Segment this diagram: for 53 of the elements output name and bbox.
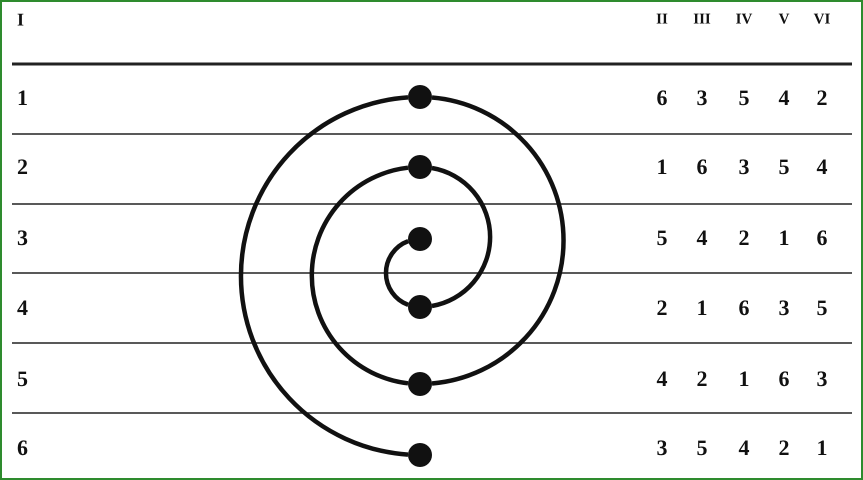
table-cell: 3: [816, 366, 828, 392]
table-cell: 3: [656, 435, 668, 461]
table-cell: 6: [738, 295, 750, 321]
table-cell: 5: [778, 154, 790, 180]
table-cell: 1: [816, 435, 828, 461]
table-cell: 2: [696, 366, 708, 392]
column-heading: I: [17, 10, 24, 30]
row-number: 2: [17, 154, 28, 180]
table-cell: 2: [738, 225, 750, 251]
table-cell: 3: [738, 154, 750, 180]
spiral-arc: [310, 165, 408, 386]
spiral-dot: [408, 227, 432, 251]
table-cell: 4: [778, 85, 790, 111]
spiral-arc: [431, 166, 492, 308]
column-heading: II: [656, 12, 668, 28]
column-heading: III: [693, 12, 711, 28]
table-cell: 3: [696, 85, 708, 111]
spiral-dot: [408, 443, 432, 467]
table-cell: 3: [778, 295, 790, 321]
row-number: 6: [17, 435, 28, 461]
table-cell: 6: [696, 154, 708, 180]
table-cell: 4: [696, 225, 708, 251]
table-cell: 1: [738, 366, 750, 392]
spiral-arc: [384, 239, 410, 307]
row-number: 3: [17, 225, 28, 251]
table-cell: 1: [778, 225, 790, 251]
table-cell: 2: [778, 435, 790, 461]
spiral-dot: [408, 372, 432, 396]
row-number: 1: [17, 85, 28, 111]
table-cell: 1: [696, 295, 708, 321]
spiral-dot: [408, 155, 432, 179]
table-cell: 6: [656, 85, 668, 111]
table-cell: 1: [656, 154, 668, 180]
table-cell: 4: [816, 154, 828, 180]
table-cell: 4: [656, 366, 668, 392]
table-cell: 5: [656, 225, 668, 251]
table-cell: 2: [816, 85, 828, 111]
row-number: 4: [17, 295, 28, 321]
table-cell: 5: [696, 435, 708, 461]
row-number: 5: [17, 366, 28, 392]
column-heading: IV: [736, 12, 752, 28]
spiral-dot: [408, 295, 432, 319]
table-cell: 6: [816, 225, 828, 251]
spiral-dot: [408, 85, 432, 109]
column-heading: VI: [814, 12, 830, 28]
table-cell: 5: [816, 295, 828, 321]
table-cell: 4: [738, 435, 750, 461]
spiral-arc: [432, 95, 566, 386]
table-cell: 5: [738, 85, 750, 111]
table-cell: 6: [778, 366, 790, 392]
spiral-arc: [238, 95, 408, 457]
table-cell: 2: [656, 295, 668, 321]
column-heading: V: [778, 12, 790, 28]
